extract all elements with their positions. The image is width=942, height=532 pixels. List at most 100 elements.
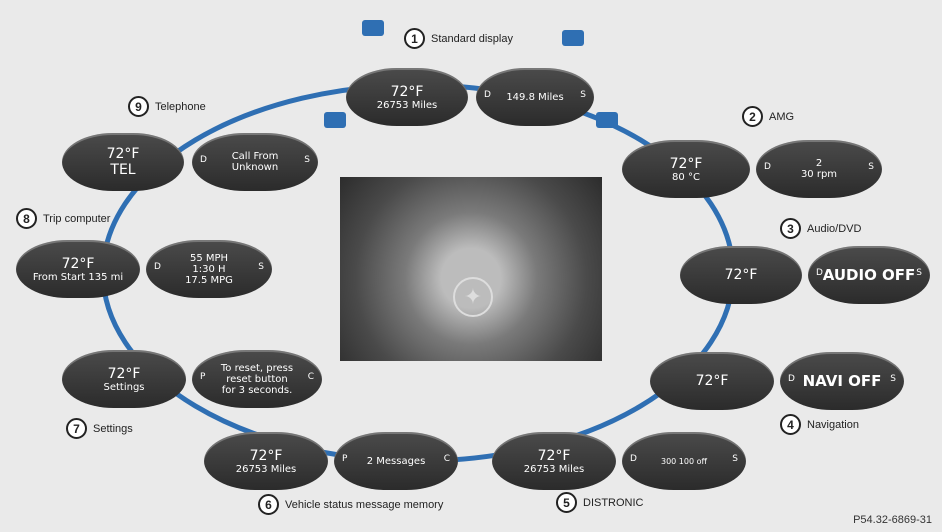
display-audio-right: AUDIO OFF D S: [808, 246, 930, 304]
display-reset-line1: To reset, press: [220, 362, 294, 374]
display-temp: 72°F: [724, 267, 758, 283]
display-trip-right: 55 MPH 1:30 H 17.5 MPG D S: [146, 240, 272, 298]
display-distance-scale: 300 100 off: [660, 456, 708, 466]
display-call-line2: Unknown: [231, 162, 279, 173]
display-settings-left: 72°F Settings: [62, 350, 186, 408]
display-s-marker: S: [304, 155, 310, 165]
label-distronic: 5 DISTRONIC: [556, 492, 644, 513]
label-text: Vehicle status message memory: [285, 498, 444, 511]
number-badge: 5: [556, 492, 577, 513]
label-trip-computer: 8 Trip computer: [16, 208, 110, 229]
figure-code: P54.32-6869-31: [853, 514, 932, 526]
label-standard-display: 1 Standard display: [404, 28, 513, 49]
display-messages: 2 Messages: [366, 455, 426, 467]
mercedes-star-icon: ✦: [453, 277, 493, 317]
number-badge: 6: [258, 494, 279, 515]
left-arrow-icon: [324, 112, 346, 128]
display-p-marker: P: [200, 372, 206, 382]
display-distronic-left: 72°F 26753 Miles: [492, 432, 616, 490]
display-navi-right: NAVI OFF D S: [780, 352, 904, 410]
display-tel: TEL: [110, 162, 136, 178]
display-d-marker: D: [788, 374, 795, 384]
steering-wheel-photo: ✦: [340, 177, 602, 361]
down-arrow-icon: [562, 30, 584, 46]
label-navigation: 4 Navigation: [780, 414, 859, 435]
number-badge: 7: [66, 418, 87, 439]
display-mileage: 26753 Miles: [376, 99, 438, 111]
label-audio-dvd: 3 Audio/DVD: [780, 218, 861, 239]
label-vehicle-status: 6 Vehicle status message memory: [258, 494, 443, 515]
right-arrow-icon: [596, 112, 618, 128]
display-rpm: 30 rpm: [800, 169, 838, 180]
display-settings-right: To reset, press reset button for 3 secon…: [192, 350, 322, 408]
display-reset-line2: reset button: [226, 373, 288, 385]
display-d-marker: D: [816, 268, 823, 278]
display-consumption: 17.5 MPG: [185, 274, 233, 286]
number-badge: 8: [16, 208, 37, 229]
label-text: AMG: [769, 110, 795, 123]
label-text: DISTRONIC: [583, 496, 644, 509]
up-arrow-icon: [362, 20, 384, 36]
display-reset-line3: for 3 seconds.: [221, 384, 293, 396]
label-telephone: 9 Telephone: [128, 96, 206, 117]
display-settings-label: Settings: [103, 381, 145, 393]
label-text: Telephone: [155, 100, 206, 113]
display-d-marker: D: [484, 90, 491, 100]
number-badge: 4: [780, 414, 801, 435]
display-gear: 2: [815, 158, 823, 169]
display-d-marker: D: [764, 162, 771, 172]
display-amg-left: 72°F 80 °C: [622, 140, 750, 198]
number-badge: 3: [780, 218, 801, 239]
display-c-marker: C: [443, 454, 450, 464]
display-call-line1: Call From: [231, 151, 279, 162]
display-p-marker: P: [342, 454, 348, 464]
display-audio-left: 72°F: [680, 246, 802, 304]
label-settings: 7 Settings: [66, 418, 133, 439]
number-badge: 2: [742, 106, 763, 127]
display-standard-left: 72°F 26753 Miles: [346, 68, 468, 126]
label-text: Audio/DVD: [807, 222, 862, 235]
display-standard-right: 149.8 Miles D S: [476, 68, 594, 126]
display-oil-temp: 80 °C: [672, 171, 700, 183]
display-temp: 72°F: [390, 83, 424, 100]
display-temp: 72°F: [249, 447, 283, 464]
display-d-marker: D: [200, 155, 207, 165]
label-text: Navigation: [807, 418, 859, 431]
label-text: Trip computer: [43, 212, 111, 225]
display-from-start: From Start 135 mi: [32, 271, 124, 283]
label-amg: 2 AMG: [742, 106, 794, 127]
display-s-marker: S: [258, 262, 264, 272]
display-navi-status: NAVI OFF: [802, 371, 882, 390]
label-text: Standard display: [431, 32, 513, 45]
display-c-marker: C: [307, 372, 314, 382]
display-d-marker: D: [154, 262, 161, 272]
display-d-marker: D: [630, 454, 637, 464]
display-s-marker: S: [916, 268, 922, 278]
label-text: Settings: [93, 422, 133, 435]
display-temp: 72°F: [106, 146, 140, 162]
display-s-marker: S: [580, 90, 586, 100]
display-mileage: 26753 Miles: [523, 463, 585, 475]
display-temp: 72°F: [107, 365, 141, 382]
display-duration: 1:30 H: [192, 263, 226, 275]
display-mileage: 26753 Miles: [235, 463, 297, 475]
display-amg-right: 2 30 rpm D S: [756, 140, 882, 198]
display-temp: 72°F: [695, 373, 729, 389]
display-s-marker: S: [732, 454, 738, 464]
display-speed: 55 MPH: [189, 252, 229, 264]
display-temp: 72°F: [669, 155, 703, 172]
display-s-marker: S: [890, 374, 896, 384]
display-s-marker: S: [868, 162, 874, 172]
display-vehicle-status-left: 72°F 26753 Miles: [204, 432, 328, 490]
display-temp: 72°F: [537, 447, 571, 464]
display-telephone-right: Call From Unknown D S: [192, 133, 318, 191]
display-navi-left: 72°F: [650, 352, 774, 410]
display-telephone-left: 72°F TEL: [62, 133, 184, 191]
display-audio-status: AUDIO OFF: [822, 265, 916, 284]
number-badge: 1: [404, 28, 425, 49]
display-trip-left: 72°F From Start 135 mi: [16, 240, 140, 298]
display-trip-distance: 149.8 Miles: [506, 91, 564, 103]
number-badge: 9: [128, 96, 149, 117]
display-temp: 72°F: [61, 255, 95, 272]
